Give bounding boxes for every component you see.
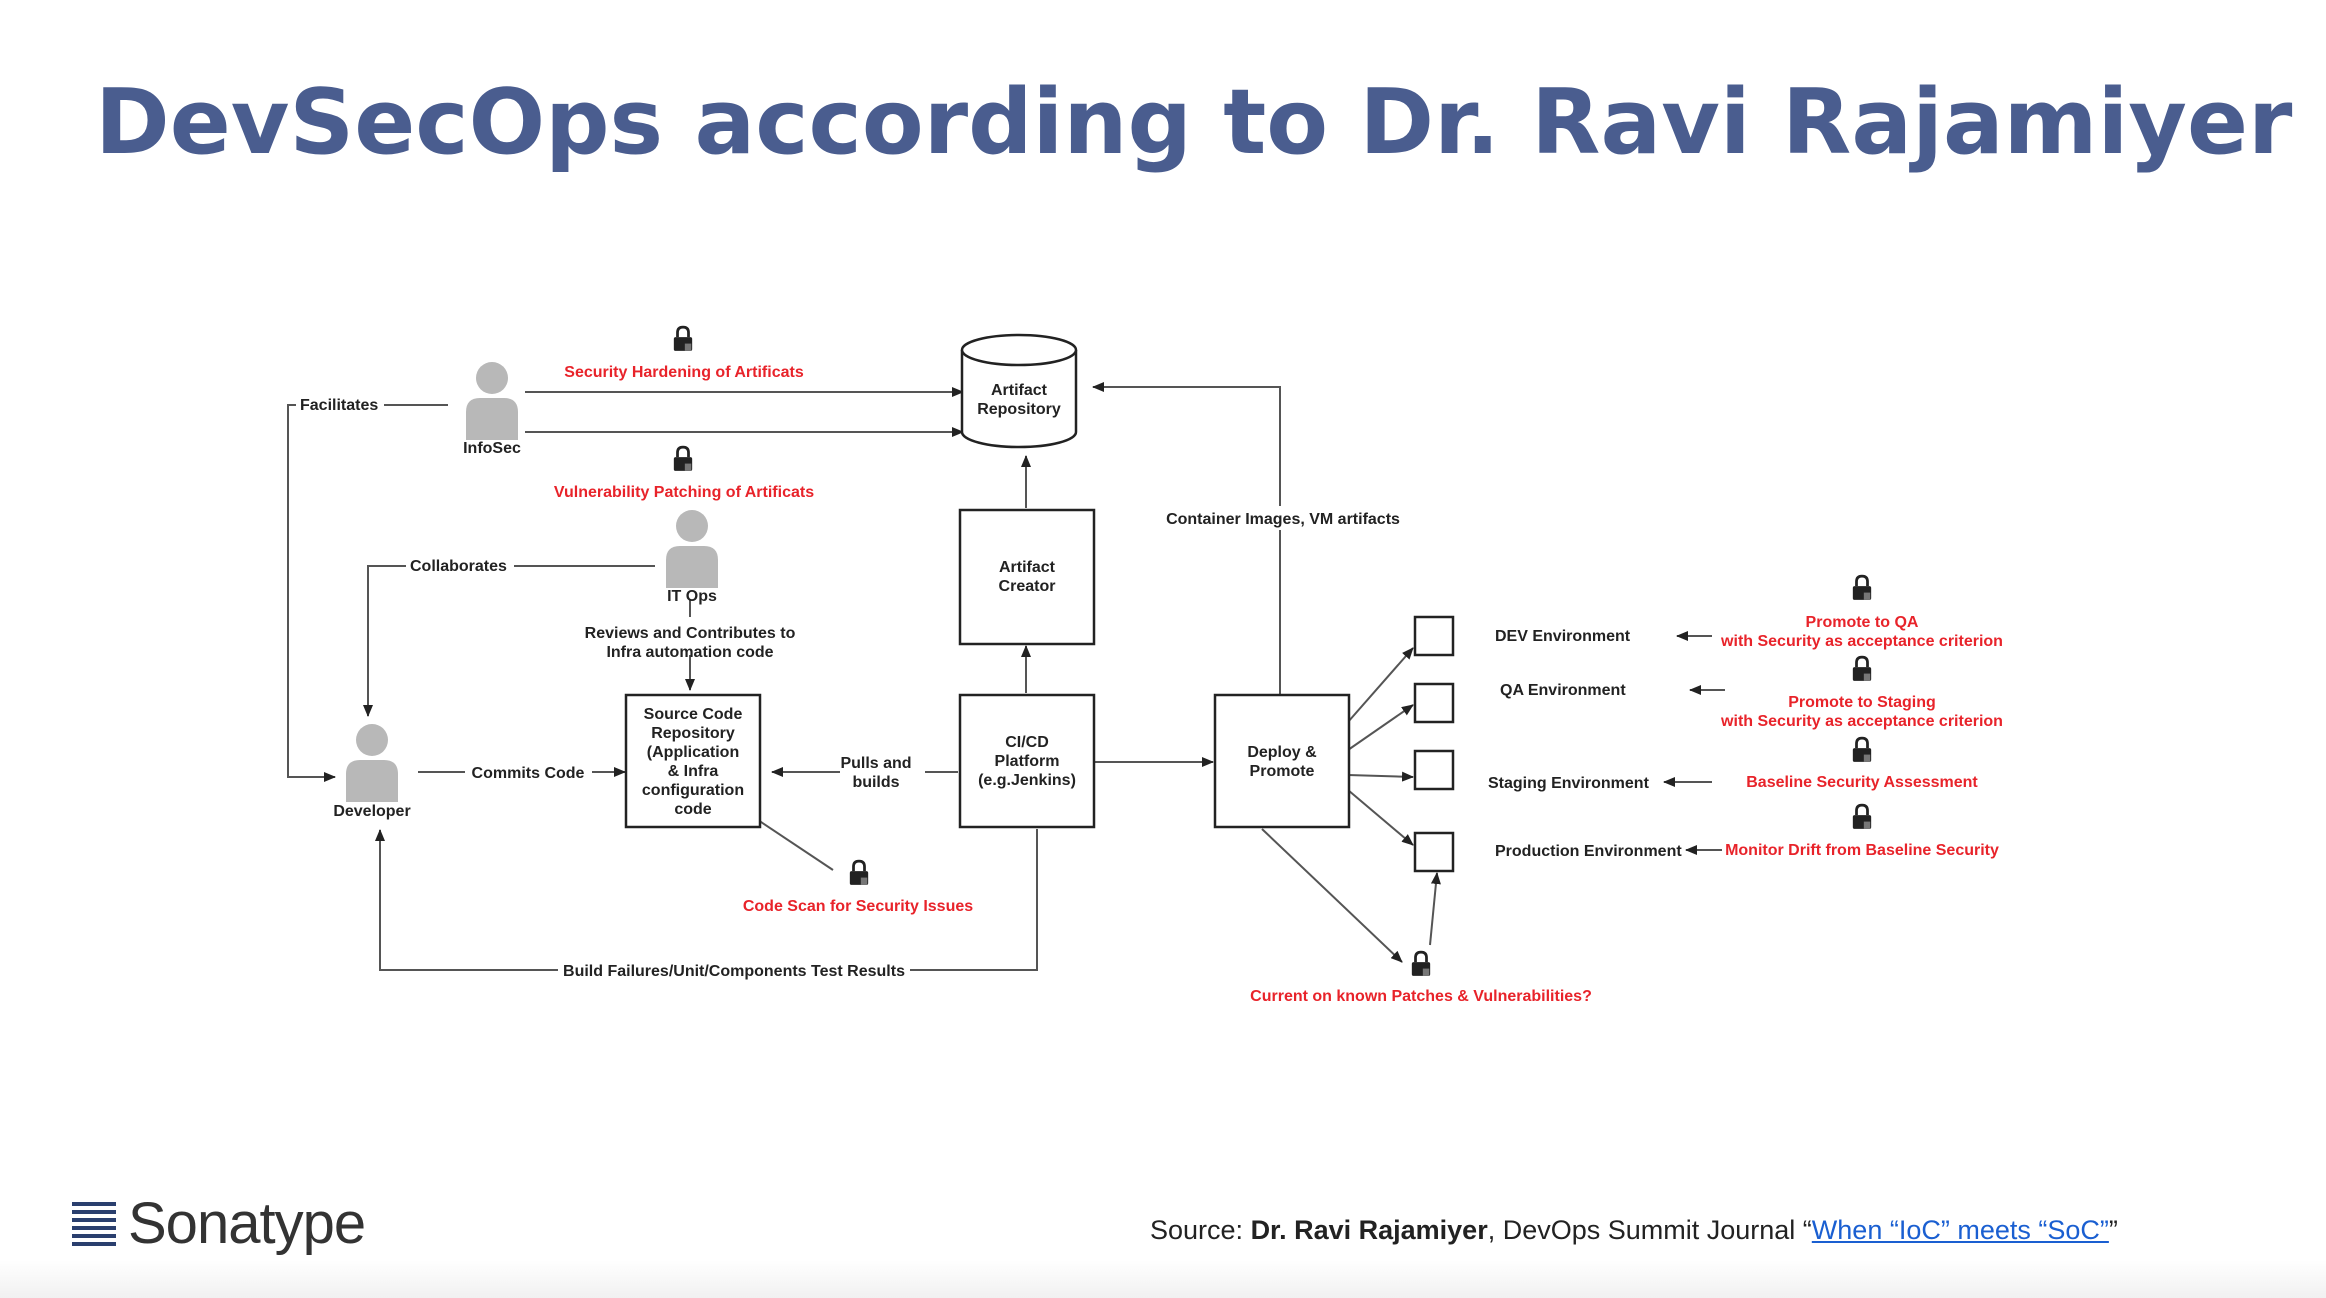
lock-icon: [672, 445, 694, 473]
staging-env-box: [1413, 749, 1455, 791]
bottom-shade: [0, 1260, 2326, 1298]
node-cicd-platform: CI/CD Platform (e.g.Jenkins): [958, 693, 1096, 829]
qa-env-box: [1413, 682, 1455, 724]
lock-icon: [672, 325, 694, 353]
artifact-repository-line-1: Artifact: [991, 382, 1048, 399]
cicd-line-2: Platform: [995, 753, 1060, 770]
source-article-link[interactable]: When “IoC” meets “SoC”: [1811, 1215, 2109, 1245]
pulls-label-line-1: Pulls and: [840, 755, 911, 772]
node-source-code-repository: Source Code Repository (Application & In…: [624, 693, 762, 829]
production-env-label: Production Environment: [1495, 843, 1682, 860]
staging-env-label: Staging Environment: [1488, 775, 1650, 792]
itops-person-icon: [666, 510, 718, 588]
source-code-line-1: Source Code: [644, 706, 743, 723]
connectors: [287, 382, 1725, 971]
source-author: Dr. Ravi Rajamiyer: [1250, 1215, 1488, 1245]
node-artifact-creator: Artifact Creator: [958, 508, 1096, 646]
collaborates-label: Collaborates: [410, 558, 507, 575]
source-code-line-4: & Infra: [668, 763, 719, 780]
itops-label: IT Ops: [667, 588, 717, 605]
developer-person-icon: [346, 724, 398, 802]
qa-env-label: QA Environment: [1500, 682, 1626, 699]
lock-icon: [1851, 655, 1873, 683]
source-code-line-6: code: [674, 801, 711, 818]
dev-env-label: DEV Environment: [1495, 628, 1631, 645]
commits-code-label: Commits Code: [472, 765, 585, 782]
node-deploy-promote: Deploy & Promote: [1213, 693, 1351, 829]
source-code-line-3: (Application: [647, 744, 739, 761]
baseline-assessment-label: Baseline Security Assessment: [1746, 774, 1978, 791]
actor-itops: IT Ops: [666, 510, 718, 605]
artifact-creator-line-2: Creator: [999, 578, 1056, 595]
slide-title: DevSecOps according to Dr. Ravi Rajamiye…: [95, 70, 2293, 175]
pulls-label-line-2: builds: [852, 774, 899, 791]
security-locks: [672, 325, 1873, 978]
lock-icon: [848, 859, 870, 887]
promote-staging-label-line-1: Promote to Staging: [1788, 694, 1936, 711]
developer-label: Developer: [333, 803, 410, 820]
edge-labels: Facilitates Collaborates Reviews and Con…: [296, 393, 1400, 982]
artifact-repository-line-2: Repository: [977, 401, 1061, 418]
source-prefix: Source:: [1150, 1215, 1251, 1245]
security-hardening-label: Security Hardening of Artificats: [564, 364, 804, 381]
lock-icon: [1851, 803, 1873, 831]
source-code-line-5: configuration: [642, 782, 744, 799]
security-labels: Security Hardening of Artificats Vulnera…: [554, 364, 2003, 1005]
sonatype-logo: Sonatype: [72, 1190, 366, 1257]
lock-icon: [1851, 574, 1873, 602]
infosec-label: InfoSec: [463, 440, 521, 457]
dev-env-box: [1413, 615, 1455, 657]
lock-icon: [1851, 736, 1873, 764]
monitor-drift-label: Monitor Drift from Baseline Security: [1725, 842, 1999, 859]
current-patches-label: Current on known Patches & Vulnerabiliti…: [1250, 988, 1592, 1005]
facilitates-label: Facilitates: [300, 397, 378, 414]
promote-qa-label-line-2: with Security as acceptance criterion: [1720, 633, 2003, 650]
environment-boxes: [1413, 615, 1455, 873]
lock-icon: [1410, 950, 1432, 978]
brand-name: Sonatype: [128, 1191, 366, 1256]
production-env-box: [1413, 831, 1455, 873]
source-suffix: ”: [2108, 1215, 2118, 1245]
build-failures-label: Build Failures/Unit/Components Test Resu…: [563, 963, 905, 980]
actor-developer: Developer: [333, 724, 411, 820]
vulnerability-patching-label: Vulnerability Patching of Artificats: [554, 484, 814, 501]
cicd-line-1: CI/CD: [1005, 734, 1049, 751]
cicd-line-3: (e.g.Jenkins): [978, 772, 1076, 789]
reviews-label-line-2: Infra automation code: [606, 644, 773, 661]
deploy-line-1: Deploy &: [1247, 744, 1317, 761]
environment-labels: DEV Environment QA Environment Staging E…: [1488, 628, 1682, 860]
actor-infosec: InfoSec: [463, 362, 521, 457]
source-citation: Source: Dr. Ravi Rajamiyer, DevOps Summi…: [1150, 1215, 2118, 1246]
promote-staging-label-line-2: with Security as acceptance criterion: [1720, 713, 2003, 730]
source-code-line-2: Repository: [651, 725, 735, 742]
infosec-person-icon: [466, 362, 518, 440]
container-images-label: Container Images, VM artifacts: [1166, 511, 1400, 528]
sonatype-logo-icon: [72, 1201, 116, 1246]
code-scan-label: Code Scan for Security Issues: [743, 898, 973, 915]
node-artifact-repository: Artifact Repository: [960, 333, 1078, 449]
artifact-creator-line-1: Artifact: [999, 559, 1056, 576]
source-journal: , DevOps Summit Journal “: [1487, 1215, 1812, 1245]
deploy-line-2: Promote: [1250, 763, 1315, 780]
promote-qa-label-line-1: Promote to QA: [1806, 614, 1919, 631]
reviews-label-line-1: Reviews and Contributes to: [585, 625, 796, 642]
